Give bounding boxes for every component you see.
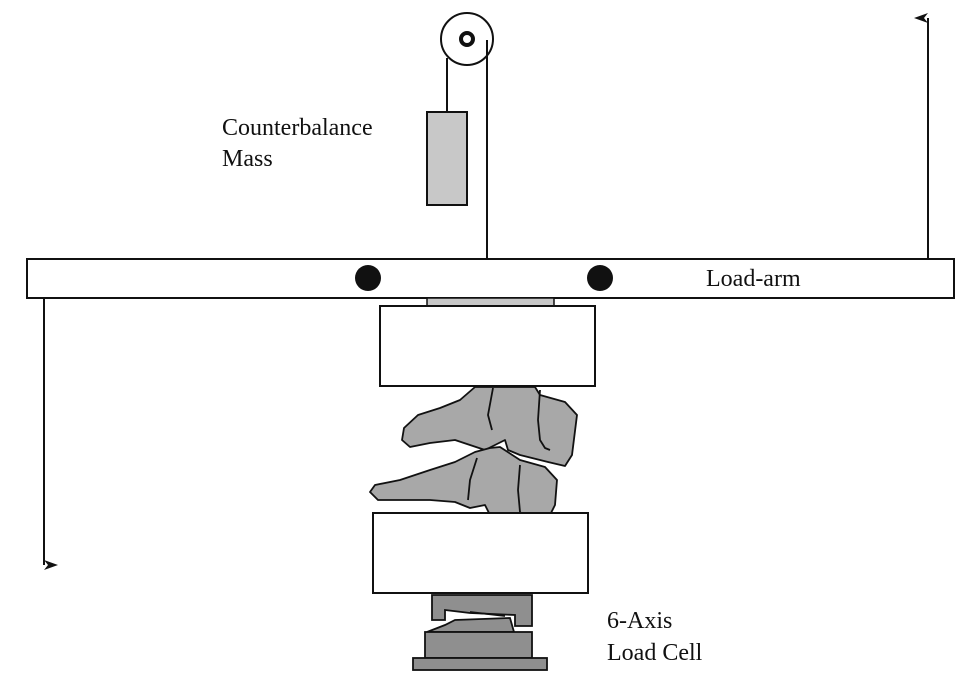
counterbalance-label: Counterbalance [222, 115, 373, 141]
pivot-left [355, 265, 381, 291]
load-cell [412, 594, 548, 671]
load-arm [26, 258, 955, 299]
load-cell-label-line2: Load Cell [607, 640, 703, 666]
load-cell-label-line1: 6-Axis [607, 608, 672, 634]
load-arm-label: Load-arm [706, 266, 801, 292]
pulley [440, 12, 494, 66]
mass-label: Mass [222, 146, 273, 172]
top-pad [426, 297, 555, 307]
pivot-right [587, 265, 613, 291]
counterbalance-mass [426, 111, 468, 206]
upper-fixture-block [379, 305, 596, 387]
spine-segment [369, 386, 578, 521]
lower-fixture-block [372, 512, 589, 594]
